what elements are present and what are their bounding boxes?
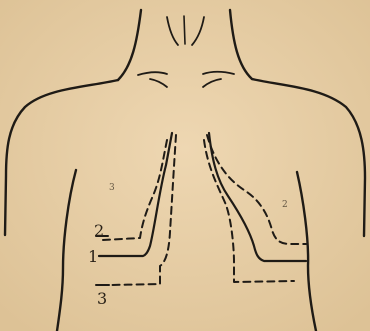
label-line-2: 2 (94, 221, 104, 240)
faint-mark-left: 3 (109, 183, 115, 193)
faint-mark-right: 2 (282, 200, 288, 210)
label-line-1: 1 (88, 247, 98, 266)
label-line-3: 3 (97, 289, 107, 308)
neck-mark-center (184, 16, 185, 44)
